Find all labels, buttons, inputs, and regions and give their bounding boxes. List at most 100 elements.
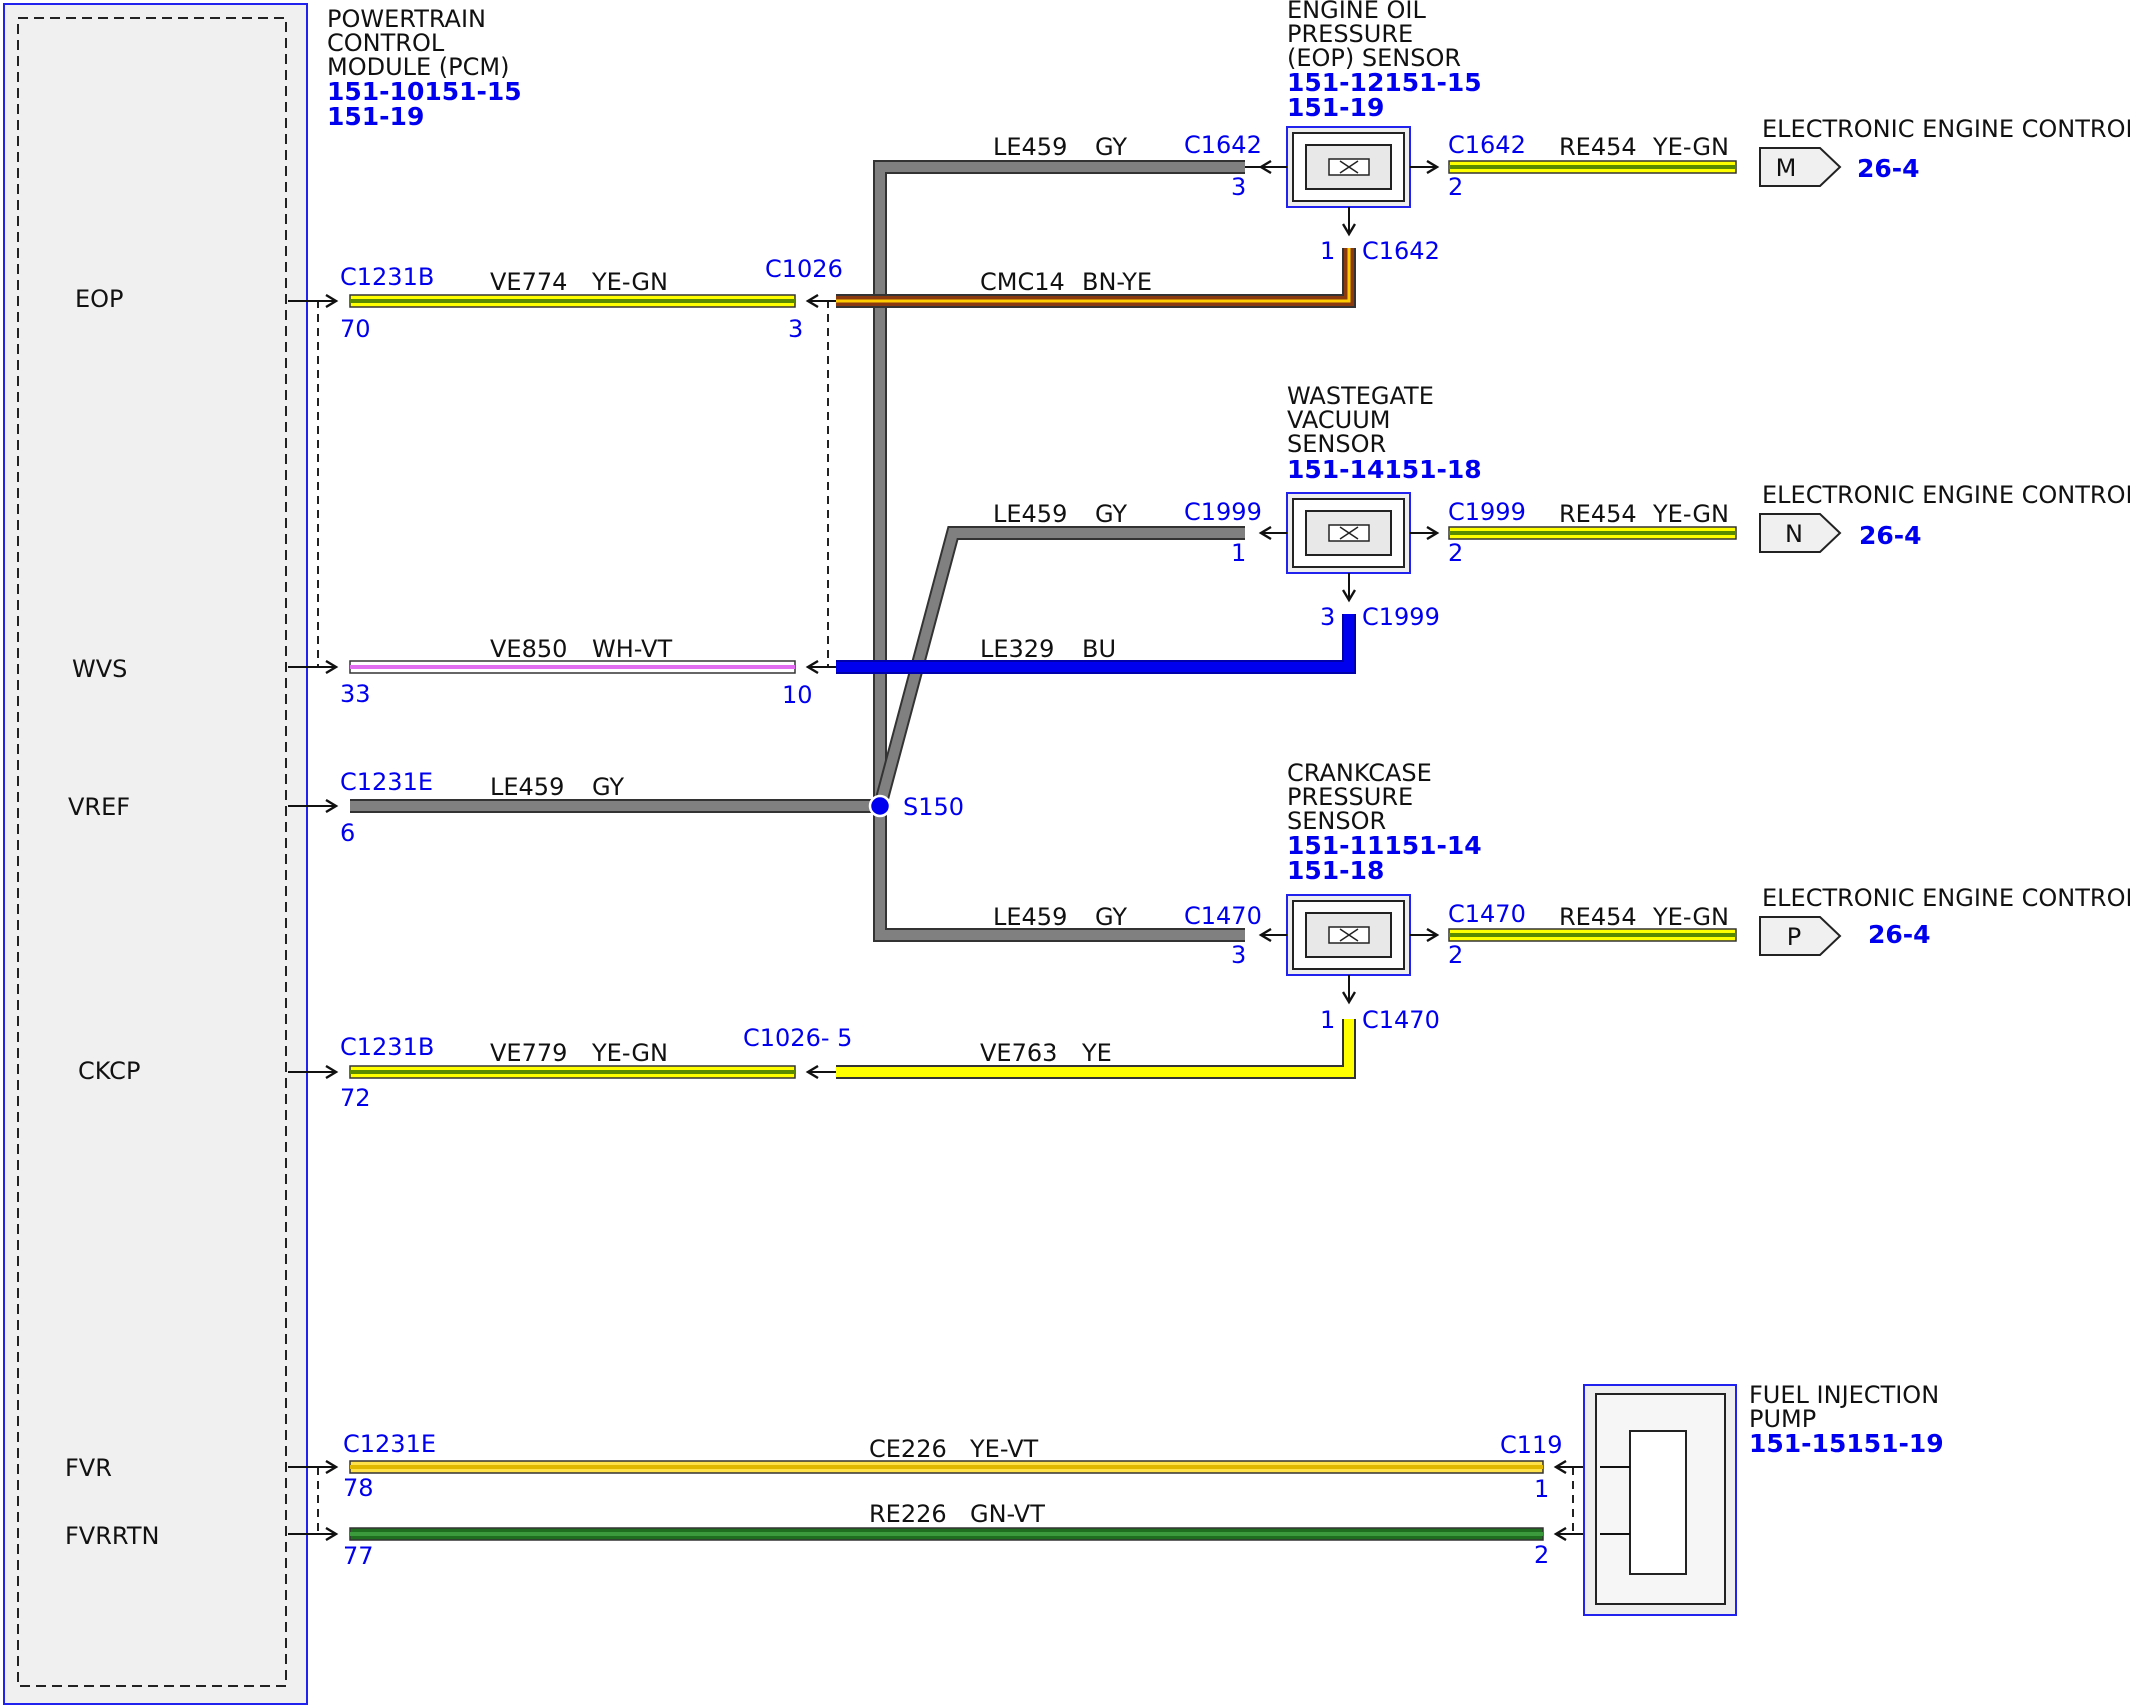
eop-conn-pcm: C1231B <box>340 263 434 291</box>
pcm-pin-eop: EOP <box>75 285 124 313</box>
crankcase-color-left: GY <box>1095 903 1127 931</box>
fvr-wire: CE226 <box>869 1435 947 1463</box>
crankcase-ref-1: 151-11151-14 <box>1287 831 1482 860</box>
pcm-pin-vref: VREF <box>68 793 130 821</box>
crankcase-sensor <box>1261 894 1437 1002</box>
eop-sensor-pin-bottom: 1 <box>1320 237 1335 265</box>
wastegate-conn-right: C1999 <box>1448 498 1526 526</box>
eec-ref-p[interactable]: ELECTRONIC ENGINE CONTROLS P 26-4 <box>1759 884 2130 956</box>
crankcase-conn-bottom: C1470 <box>1362 1006 1440 1034</box>
wastegate-color-right: YE-GN <box>1652 500 1729 528</box>
fvrrtn-pump-pin2: 2 <box>1534 1541 1549 1569</box>
fuel-pump-title-line2: PUMP <box>1749 1405 1816 1433</box>
wire-cmc14 <box>836 248 1356 308</box>
crankcase-wire-right: RE454 <box>1559 903 1637 931</box>
eop-sensor-color-left: GY <box>1095 133 1127 161</box>
fvr-color: YE-VT <box>969 1435 1038 1463</box>
splice-s150 <box>868 794 892 818</box>
ckcp-color1: YE-GN <box>591 1039 668 1067</box>
eop-title-line1: ENGINE OIL <box>1287 0 1427 24</box>
crankcase-pin-bottom: 1 <box>1320 1006 1335 1034</box>
fuel-pump-title-line1: FUEL INJECTION <box>1749 1381 1939 1409</box>
fvr-pin-pcm: 78 <box>343 1474 374 1502</box>
eec-ref-m-title: ELECTRONIC ENGINE CONTROLS <box>1762 115 2130 143</box>
wire-re454-crankcase <box>1448 928 1737 942</box>
eop-wire1: VE774 <box>490 268 567 296</box>
pcm-pin-fvr: FVR <box>65 1454 112 1482</box>
ckcp-color2: YE <box>1081 1039 1112 1067</box>
wastegate-conn-bottom: C1999 <box>1362 603 1440 631</box>
wire-re454-eop <box>1448 160 1737 174</box>
ckcp-conn-pcm: C1231B <box>340 1033 434 1061</box>
wvs-pin-mid: 10 <box>782 681 813 709</box>
fuel-injection-pump <box>1583 1384 1737 1616</box>
wire-ve779 <box>349 1065 796 1079</box>
eop-sensor-conn-bottom: C1642 <box>1362 237 1440 265</box>
ckcp-pin-pcm: 72 <box>340 1084 371 1112</box>
wire-ve850 <box>349 660 796 674</box>
crankcase-pin-right: 2 <box>1448 941 1463 969</box>
wastegate-ref-1: 151-14151-18 <box>1287 455 1482 484</box>
eop-wire2: CMC14 <box>980 268 1065 296</box>
wvs-wire1: VE850 <box>490 635 567 663</box>
crankcase-title-line3: SENSOR <box>1287 807 1386 835</box>
splice-s150-label: S150 <box>903 793 964 821</box>
eop-sensor-conn-left: C1642 <box>1184 131 1262 159</box>
fvrrtn-color: GN-VT <box>970 1500 1045 1528</box>
connector-brackets <box>317 300 1574 1534</box>
eop-title-line2: PRESSURE <box>1287 20 1413 48</box>
eop-sensor-wire-left: LE459 <box>993 133 1067 161</box>
wvs-wire2: LE329 <box>980 635 1054 663</box>
fvrrtn-wire: RE226 <box>869 1500 947 1528</box>
eec-ref-p-page: 26-4 <box>1868 920 1931 949</box>
wastegate-sensor <box>1261 492 1437 600</box>
wvs-color1: WH-VT <box>592 635 672 663</box>
crankcase-wire-left: LE459 <box>993 903 1067 931</box>
fvr-conn-pcm: C1231E <box>343 1430 436 1458</box>
crankcase-title-line2: PRESSURE <box>1287 783 1413 811</box>
wire-le329 <box>836 614 1356 674</box>
vref-wire: LE459 <box>490 773 564 801</box>
vref-color: GY <box>592 773 624 801</box>
pcm-title-line1: POWERTRAIN <box>327 5 486 33</box>
eop-color1: YE-GN <box>591 268 668 296</box>
wastegate-pin-left: 1 <box>1231 539 1246 567</box>
eec-ref-m-letter: M <box>1776 154 1797 182</box>
eop-sensor-pin-right: 2 <box>1448 173 1463 201</box>
pcm-title: POWERTRAIN CONTROL MODULE (PCM) 151-1015… <box>327 5 522 131</box>
eop-ref-2: 151-19 <box>1287 93 1384 122</box>
pcm-pin-arrows <box>288 301 336 1534</box>
eec-ref-m[interactable]: ELECTRONIC ENGINE CONTROLS M 26-4 <box>1759 115 2130 187</box>
vref-pin-pcm: 6 <box>340 819 355 847</box>
crankcase-ref-2: 151-18 <box>1287 856 1384 885</box>
crankcase-sensor-title: CRANKCASE PRESSURE SENSOR 151-11151-14 1… <box>1287 759 1482 885</box>
eop-conn-mid: C1026 <box>765 255 843 283</box>
crankcase-title-line1: CRANKCASE <box>1287 759 1432 787</box>
fvr-conn-pump: C119 <box>1500 1431 1563 1459</box>
ckcp-wire2: VE763 <box>980 1039 1057 1067</box>
wastegate-sensor-title: WASTEGATE VACUUM SENSOR 151-14151-18 <box>1287 382 1482 484</box>
crankcase-pin-left: 3 <box>1231 941 1246 969</box>
pcm-pin-ckcp: CKCP <box>78 1057 140 1085</box>
ckcp-wire1: VE779 <box>490 1039 567 1067</box>
crankcase-conn-right: C1470 <box>1448 900 1526 928</box>
wvs-pin-pcm: 33 <box>340 680 371 708</box>
vref-conn-pcm: C1231E <box>340 768 433 796</box>
wire-re226 <box>349 1527 1544 1541</box>
eec-ref-n[interactable]: ELECTRONIC ENGINE CONTROLS N 26-4 <box>1759 481 2130 553</box>
pcm-module: EOP WVS VREF CKCP FVR FVRRTN <box>3 3 308 1705</box>
wastegate-wire-right: RE454 <box>1559 500 1637 528</box>
crankcase-conn-left: C1470 <box>1184 902 1262 930</box>
pcm-pin-fvrrtn: FVRRTN <box>65 1522 159 1550</box>
eop-sensor-conn-right: C1642 <box>1448 131 1526 159</box>
eop-color2: BN-YE <box>1082 268 1152 296</box>
wvs-color2: BU <box>1082 635 1116 663</box>
pcm-ref-1: 151-10151-15 <box>327 77 522 106</box>
eop-title-line3: (EOP) SENSOR <box>1287 44 1461 72</box>
eec-ref-n-letter: N <box>1785 520 1803 548</box>
eop-sensor <box>1245 126 1437 234</box>
wire-ce226 <box>349 1460 1544 1474</box>
eop-sensor-wire-right: RE454 <box>1559 133 1637 161</box>
fvrrtn-pin-pcm: 77 <box>343 1542 374 1570</box>
